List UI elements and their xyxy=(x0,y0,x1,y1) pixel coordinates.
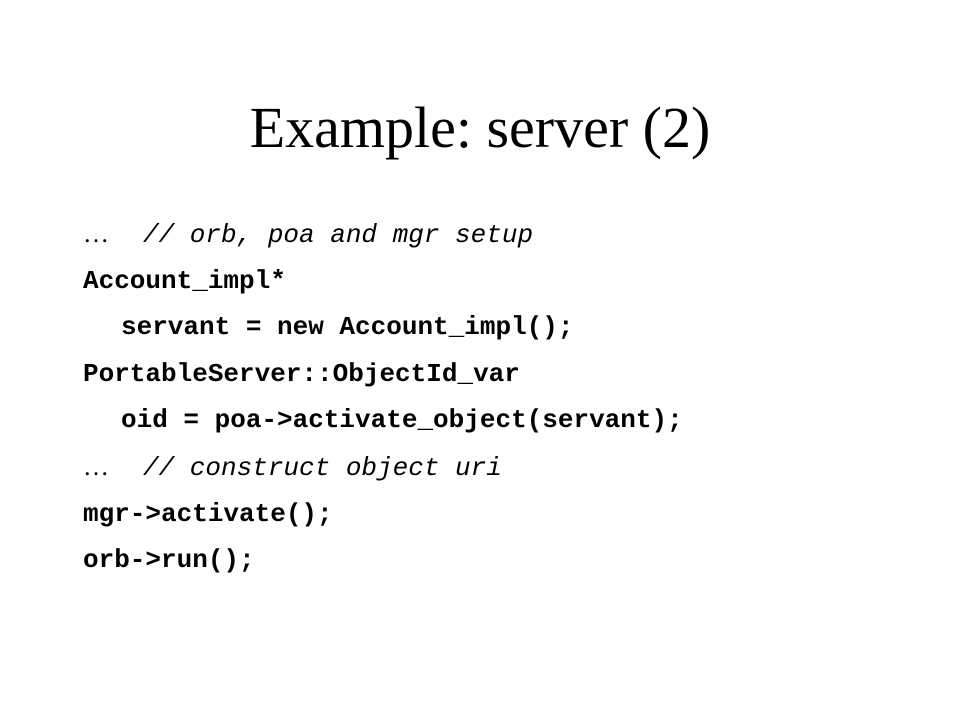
ellipsis: … xyxy=(83,219,109,248)
code-line: Account_impl* xyxy=(83,265,286,296)
code-line: PortableServer::ObjectId_var xyxy=(83,358,520,389)
code-comment: // construct object uri xyxy=(143,452,502,483)
code-line: servant = new Account_impl(); xyxy=(121,312,574,343)
code-block: … // orb, poa and mgr setup Account_impl*… xyxy=(83,211,943,584)
code-line: mgr->activate(); xyxy=(83,498,333,529)
code-line-comment-uri: … // construct object uri xyxy=(83,444,943,491)
ellipsis: … xyxy=(83,451,109,481)
code-line-comment-setup: … // orb, poa and mgr setup xyxy=(83,211,943,258)
code-line: orb->run(); xyxy=(83,545,255,576)
slide-title: Example: server (2) xyxy=(249,95,711,160)
code-line: oid = poa->activate_object(servant); xyxy=(121,405,683,436)
code-comment: // orb, poa and mgr setup xyxy=(143,220,534,250)
